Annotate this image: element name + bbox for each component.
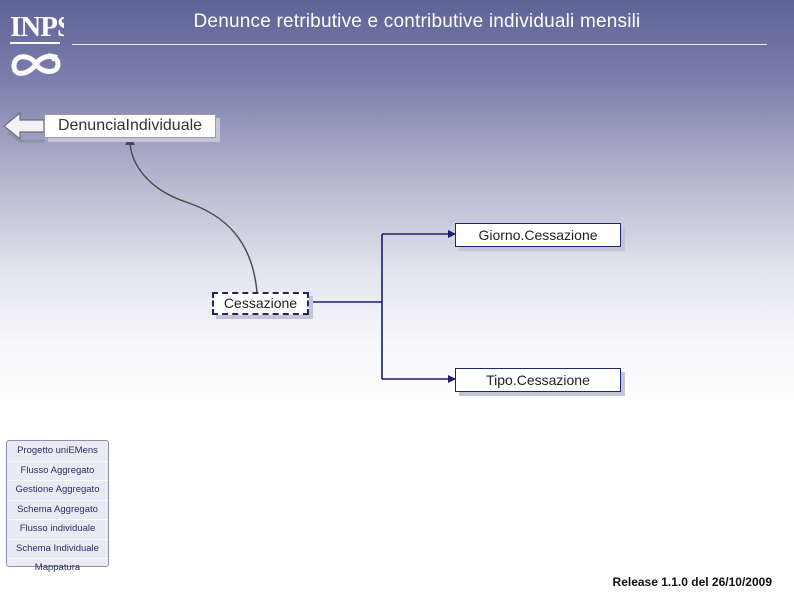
svg-text:INPS: INPS <box>10 11 64 43</box>
parent-link <box>125 135 258 293</box>
back-arrow-icon[interactable] <box>3 111 45 143</box>
nav-item-schema-individuale[interactable]: Schema Individuale <box>7 540 108 559</box>
title-divider <box>72 44 767 45</box>
inps-logo: INPS <box>10 11 64 76</box>
child-node-giorno-cessazione[interactable]: Giorno.Cessazione <box>455 223 621 247</box>
nav-item-flusso-individuale[interactable]: Flusso individuale <box>7 520 108 540</box>
nav-panel: Progetto uniEMens Flusso Aggregato Gesti… <box>6 440 109 573</box>
nav-item-mappatura[interactable]: Mappatura <box>34 562 81 573</box>
page-title: Denunce retributive e contributive indiv… <box>193 11 641 32</box>
nav-item-gestione-aggregato[interactable]: Gestione Aggregato <box>7 481 108 501</box>
release-label: Release 1.1.0 del 26/10/2009 <box>612 575 772 589</box>
current-node[interactable]: Cessazione <box>212 292 309 315</box>
parent-node[interactable]: DenunciaIndividuale <box>44 114 216 138</box>
nav-item-flusso-aggregato[interactable]: Flusso Aggregato <box>7 462 108 481</box>
nav-item-schema-aggregato[interactable]: Schema Aggregato <box>7 501 108 520</box>
child-node-tipo-cessazione[interactable]: Tipo.Cessazione <box>455 368 621 392</box>
nav-item-progetto-uniemens[interactable]: Progetto uniEMens <box>7 442 108 462</box>
